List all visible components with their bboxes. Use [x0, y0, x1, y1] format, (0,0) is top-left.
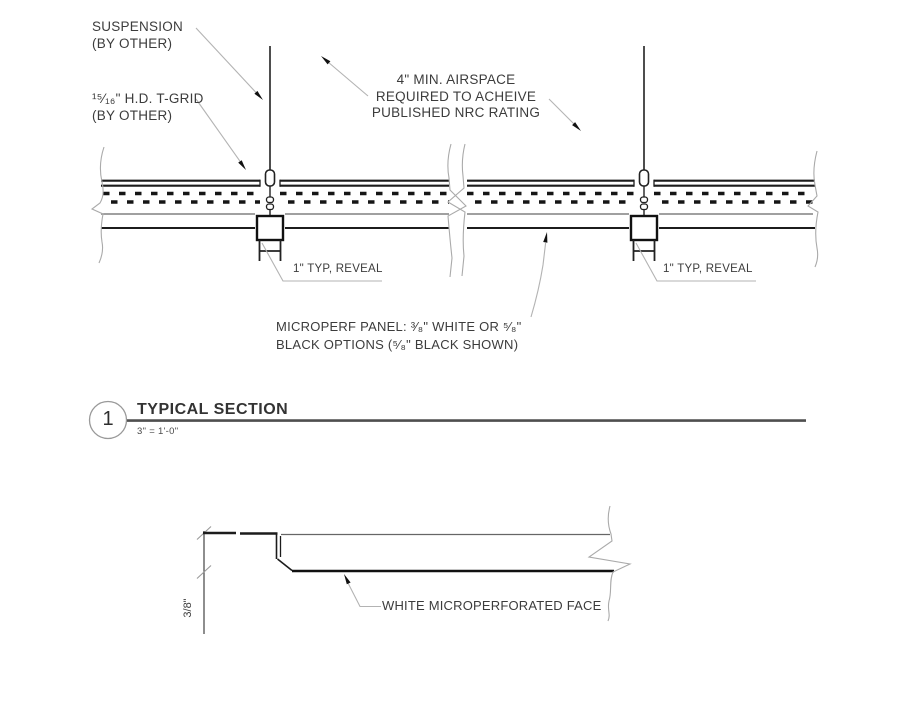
clip-capsule — [638, 169, 650, 187]
reveal-box — [255, 214, 285, 242]
airspace-callout-line1: 4" MIN. AIRSPACE — [396, 72, 516, 87]
airspace-callout: 4" MIN. AIRSPACE REQUIRED TO ACHEIVE PUB… — [345, 72, 567, 122]
edge-detail-linework — [196, 505, 632, 634]
clip-capsule — [264, 169, 276, 187]
clip-spring-1 — [265, 196, 275, 204]
tgrid-arrowhead-icon — [238, 160, 246, 170]
reveal-box — [629, 214, 659, 242]
dimension-tick-bottom — [196, 565, 212, 579]
suspension-callout: SUSPENSION (BY OTHER) — [92, 19, 183, 52]
break-line-mid-b — [447, 143, 466, 277]
trim-return-diagonal — [277, 558, 293, 572]
clip-spring-1 — [639, 196, 649, 204]
airspace-callout-line2: REQUIRED TO ACHEIVE — [375, 88, 537, 104]
microperf-arrowhead-icon — [543, 232, 548, 243]
title-block-linework — [88, 400, 806, 440]
tgrid-callout-line1: ¹⁵⁄₁₆" H.D. T-GRID — [92, 91, 204, 106]
break-line-edge-detail — [587, 505, 632, 622]
reveal-leader-right — [635, 242, 756, 282]
edge-detail-dimension: 3/8" — [182, 598, 194, 618]
detail-scale: 3" = 1'-0" — [137, 426, 179, 437]
break-line-mid-a — [447, 143, 467, 278]
break-line-left — [90, 146, 105, 264]
airspace-callout-line3: PUBLISHED NRC RATING — [371, 105, 541, 120]
clip-spring-2 — [265, 203, 275, 211]
airspace-arrowhead-right-icon — [572, 122, 581, 131]
suspension-arrowhead-icon — [254, 90, 263, 100]
reveal-callout-left: 1" TYP, REVEAL — [293, 263, 383, 275]
tgrid-leader — [195, 98, 241, 163]
airspace-leader-right — [548, 98, 575, 125]
clip-spring-2 — [639, 203, 649, 211]
face-arrowhead-icon — [344, 574, 351, 585]
microperf-callout: MICROPERF PANEL: ³⁄₈" WHITE OR ⁵⁄₈" BLAC… — [276, 318, 522, 353]
hanger-clip-left — [255, 169, 285, 261]
leader-lines — [195, 27, 756, 318]
reveal-leader-left — [261, 242, 382, 282]
microperf-leader — [530, 242, 547, 318]
suspension-callout-line1: SUSPENSION — [92, 19, 184, 34]
detail-number: 1 — [102, 408, 114, 430]
face-leader — [347, 583, 381, 608]
suspension-callout-line2: (BY OTHER) — [92, 35, 173, 51]
top-line-end-caps — [259, 179, 655, 187]
hanger-clip-right — [629, 169, 659, 261]
airspace-leader-left — [328, 62, 369, 97]
airspace-arrowhead-left-icon — [321, 56, 331, 65]
break-line-right — [807, 150, 819, 268]
detail-number-circle — [88, 400, 128, 440]
tgrid-callout-line2: (BY OTHER) — [92, 107, 173, 123]
ceiling-section — [90, 46, 819, 278]
detail-title: TYPICAL SECTION — [137, 401, 289, 418]
tgrid-callout: ¹⁵⁄₁₆" H.D. T-GRID (BY OTHER) — [92, 91, 204, 124]
reveal-callout-right: 1" TYP, REVEAL — [663, 263, 753, 275]
suspension-leader — [195, 27, 257, 93]
microperf-callout-line2: BLACK OPTIONS (⁵⁄₈" BLACK SHOWN) — [276, 336, 519, 352]
face-callout: WHITE MICROPERFORATED FACE — [382, 598, 602, 613]
microperf-callout-line1: MICROPERF PANEL: ³⁄₈" WHITE OR ⁵⁄₈" — [276, 319, 522, 334]
